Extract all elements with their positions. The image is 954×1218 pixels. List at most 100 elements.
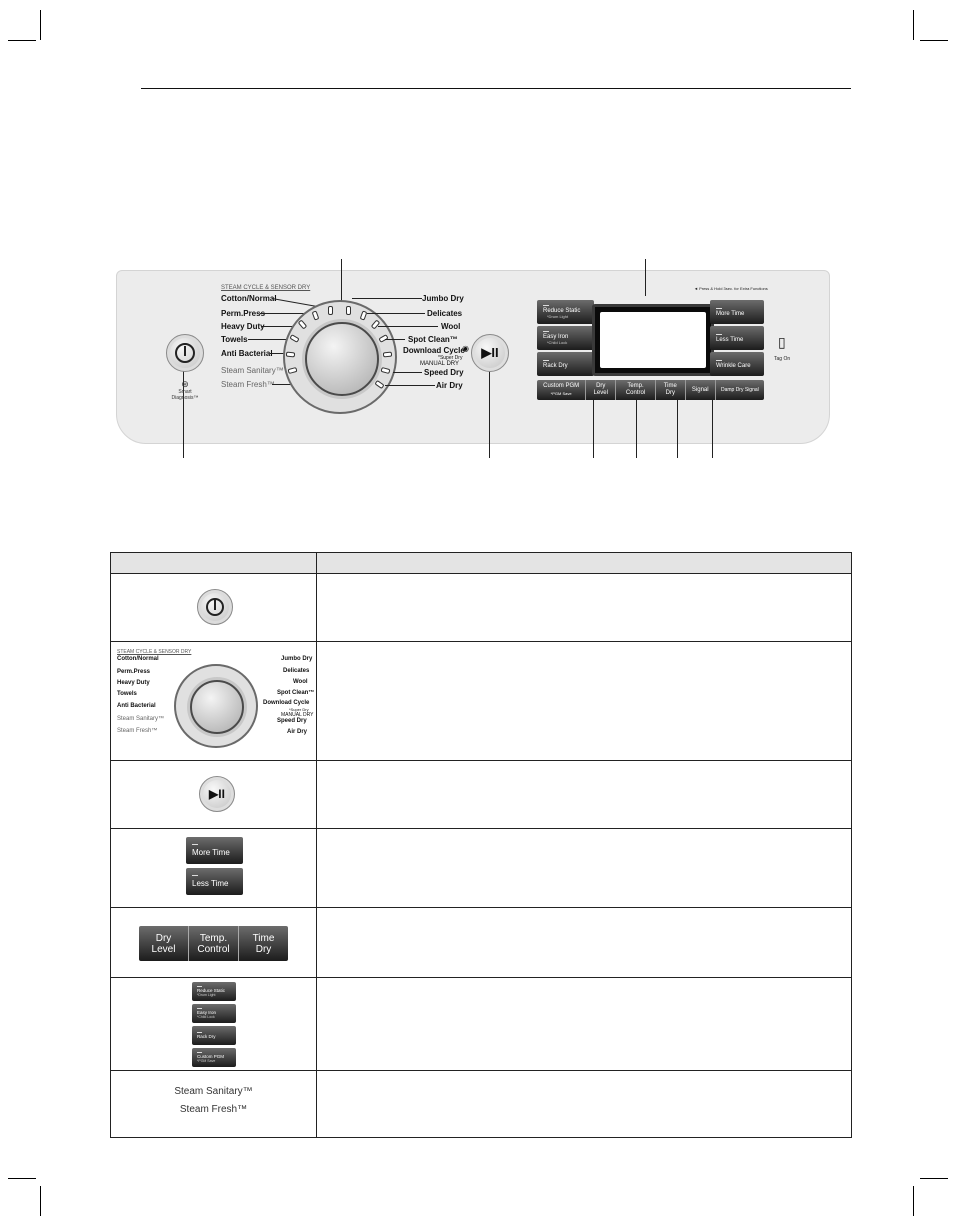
table-row: More Time Less Time	[110, 828, 852, 908]
cycle-label: Heavy Duty	[221, 322, 265, 331]
reduce-static-illustration: Reduce Static *Drum Light	[192, 982, 236, 1001]
button-label: Less Time	[716, 336, 744, 343]
indicator-led	[192, 875, 198, 876]
leader-line	[248, 339, 290, 340]
table-cell-picture: Reduce Static *Drum Light Easy Iron *Chi…	[110, 977, 317, 1071]
crop-mark	[8, 40, 36, 41]
crop-mark	[920, 1178, 948, 1179]
leader-line	[272, 384, 294, 385]
table-cell-picture	[110, 573, 317, 642]
steam-sanitary-label: Steam Sanitary™	[174, 1086, 253, 1097]
start-pause-illustration: ▶II	[199, 776, 235, 812]
button-label: Custom PGM	[197, 1054, 225, 1059]
cycle-label: Perm.Press	[117, 669, 151, 675]
table-cell-description	[316, 760, 852, 829]
header-rule	[141, 88, 851, 89]
cycle-label: Towels	[221, 335, 248, 344]
smart-diagnosis-caption: ⊛ Smart Diagnosis™	[171, 379, 199, 402]
button-sublabel: *Child Lock	[547, 340, 568, 345]
rack-dry-button[interactable]: Rack Dry	[537, 352, 594, 376]
button-label: Rack Dry	[197, 1034, 216, 1039]
leader-line	[385, 385, 435, 386]
button-label: Wrinkle Care	[716, 362, 751, 369]
crop-mark	[913, 10, 914, 40]
cycle-label: Speed Dry	[424, 368, 464, 377]
wrinkle-care-button[interactable]: Wrinkle Care	[710, 352, 764, 376]
cycle-label: Air Dry	[287, 729, 308, 735]
leader-line	[260, 313, 310, 314]
more-time-illustration: More Time	[186, 837, 243, 864]
cycle-label: Steam Fresh™	[221, 380, 275, 389]
wifi-icon: ◉	[462, 344, 469, 353]
table-cell-description	[316, 977, 852, 1071]
press-hold-note: ◄ Press & Hold 3sec. for Extra Functions	[694, 286, 768, 291]
leader-line	[352, 298, 422, 299]
dial-tick	[328, 306, 333, 315]
download-sub-label: *Super Dry	[438, 355, 463, 361]
leader-line	[367, 313, 425, 314]
cycle-label: Air Dry	[436, 381, 463, 390]
power-button[interactable]	[166, 334, 204, 372]
start-pause-icon: ▶II	[481, 345, 499, 360]
button-sublabel: *Child Lock	[197, 1015, 215, 1019]
callout-line	[712, 396, 713, 458]
cycle-header: STEAM CYCLE & SENSOR DRY	[221, 285, 311, 291]
table-cell-description	[316, 1070, 852, 1138]
button-label: Easy Iron	[543, 334, 569, 340]
easy-iron-button[interactable]: Easy Iron *Child Lock	[537, 326, 594, 350]
callout-line	[183, 358, 184, 458]
less-time-illustration: Less Time	[186, 868, 243, 895]
table-cell-picture: Steam Sanitary™ Steam Fresh™	[110, 1070, 317, 1138]
callout-line	[677, 396, 678, 458]
table-cell-description	[316, 828, 852, 908]
cycle-label: Towels	[117, 691, 137, 697]
table-cell-picture: More Time Less Time	[110, 828, 317, 908]
custom-pgm-button[interactable]: Custom PGM*PGM Save	[537, 380, 587, 400]
button-label: Reduce Static	[197, 988, 226, 993]
damp-dry-signal-button[interactable]: Damp Dry Signal	[720, 386, 759, 393]
indicator-led	[197, 1008, 202, 1009]
cycle-label: Wool	[441, 322, 461, 331]
cycle-label: Delicates	[283, 668, 310, 674]
start-pause-button[interactable]: ▶II	[471, 334, 509, 372]
button-label: More Time	[716, 310, 745, 317]
cycle-label: Cotton/Normal	[117, 656, 159, 662]
cycle-label: Delicates	[427, 309, 463, 318]
temp-control-button[interactable]: Temp.Control	[616, 380, 656, 400]
less-time-button[interactable]: Less Time	[710, 326, 764, 350]
display-screen	[592, 304, 714, 376]
cycle-selector-knob[interactable]	[305, 322, 379, 396]
cycle-label: Jumbo Dry	[422, 294, 464, 303]
indicator-led	[716, 359, 722, 361]
smart-diagnosis-icon: ⊛	[181, 379, 189, 389]
cycle-label: Anti Bacterial	[117, 703, 156, 709]
button-sublabel: *Drum Light	[547, 314, 569, 319]
more-time-button[interactable]: More Time	[710, 300, 764, 324]
callout-line	[593, 396, 594, 458]
callout-line	[489, 358, 490, 458]
crop-mark	[920, 40, 948, 41]
leader-line	[270, 353, 286, 354]
lcd-area	[600, 312, 706, 368]
table-cell-picture: ▶II	[110, 760, 317, 829]
cycle-label: Spot Clean™	[277, 690, 315, 696]
signal-button[interactable]: Signal	[686, 380, 716, 400]
rack-dry-illustration: Rack Dry	[192, 1026, 236, 1045]
manual-dry-label: MANUAL DRY	[281, 712, 314, 718]
table-cell-description	[316, 573, 852, 642]
cycle-label: Download Cycle	[403, 346, 465, 355]
reduce-static-button[interactable]: Reduce Static *Drum Light	[537, 300, 594, 324]
start-pause-icon: ▶II	[209, 787, 225, 801]
table-cell-picture: STEAM CYCLE & SENSOR DRY Cotton/Normal P…	[110, 641, 317, 761]
table-row: Steam Sanitary™ Steam Fresh™	[110, 1070, 852, 1138]
table-header-cell	[110, 552, 317, 574]
button-label: Easy Iron	[197, 1010, 217, 1015]
table-cell-description	[316, 907, 852, 978]
button-sublabel: *Drum Light	[197, 993, 216, 997]
